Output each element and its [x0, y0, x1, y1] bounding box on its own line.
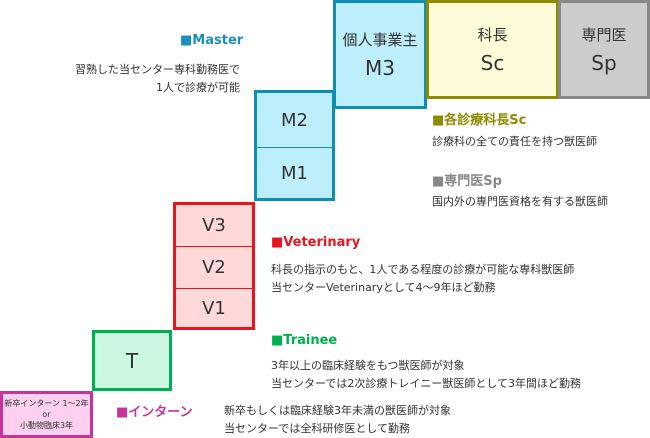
v1-cell: V1 — [202, 297, 226, 319]
sc-label: 科長 — [477, 26, 508, 44]
intern-line3: 小動物臨床3年 — [19, 421, 74, 430]
v2-cell: V2 — [176, 247, 252, 289]
intern-line1: 新卒インターン 1〜2年 — [4, 399, 89, 408]
intern-line2: or — [42, 410, 51, 419]
trainee-desc-line: 当センターでは2次診療トレイニー獣医師として3年間ほど勤務 — [271, 377, 582, 390]
intern-title: ■インターン — [116, 405, 193, 420]
master-desc-line: 1人で診療が可能 — [156, 81, 240, 94]
sp-label: 専門医 — [581, 26, 627, 44]
master-desc-line: 習熟した当センター専科勤務医で — [75, 63, 240, 76]
m1-cell: M1 — [281, 162, 308, 184]
veterinary-desc: 科長の指示のもと、1人である程度の診療が可能な専科獣医師 当センターVeteri… — [271, 261, 574, 297]
level-sp-box: 専門医 Sp — [558, 0, 650, 99]
master-desc: 習熟した当センター専科勤務医で 1人で診療が可能 — [75, 61, 240, 97]
level-t-box: T — [92, 330, 172, 391]
level-v-box: V3 V2 V1 — [173, 202, 255, 330]
m2-cell: M2 — [257, 93, 332, 148]
m3-label: 個人事業主 — [342, 31, 418, 49]
intern-desc: 新卒もしくは臨床経験3年未満の獣医師が対象 当センターでは全科研修医として勤務 — [224, 402, 451, 438]
trainee-desc-line: 3年以上の臨床経験をもつ獣医師が対象 — [271, 359, 465, 372]
trainee-desc: 3年以上の臨床経験をもつ獣医師が対象 当センターでは2次診療トレイニー獣医師とし… — [271, 357, 581, 393]
t-code: T — [125, 348, 139, 373]
sp-desc: 国内外の専門医資格を有する獣医師 — [432, 195, 608, 208]
intern-desc-line: 当センターでは全科研修医として勤務 — [224, 422, 411, 435]
level-intern-box: 新卒インターン 1〜2年 or 小動物臨床3年 — [0, 391, 93, 438]
sp-code: Sp — [591, 51, 617, 75]
veterinary-desc-line: 科長の指示のもと、1人である程度の診療が可能な専科獣医師 — [271, 263, 575, 276]
level-sc-box: 科長 Sc — [426, 0, 559, 99]
sc-desc: 診療科の全ての責任を持つ獣医師 — [432, 135, 597, 148]
m3-code: M3 — [365, 56, 395, 80]
v3-cell: V3 — [176, 205, 252, 247]
sc-title: ■各診療科長Sc — [432, 113, 527, 128]
sc-code: Sc — [480, 51, 505, 75]
level-m-box: M2 M1 — [254, 90, 335, 201]
veterinary-desc-line: 当センターVeterinaryとして4〜9年ほど勤務 — [271, 281, 496, 294]
veterinary-title: ■Veterinary — [271, 235, 361, 250]
intern-desc-line: 新卒もしくは臨床経験3年未満の獣医師が対象 — [224, 404, 451, 417]
master-title: ■Master — [180, 33, 244, 48]
level-m3-box: 個人事業主 M3 — [333, 0, 427, 109]
trainee-title: ■Trainee — [271, 333, 338, 348]
sp-title: ■専門医Sp — [432, 174, 502, 189]
